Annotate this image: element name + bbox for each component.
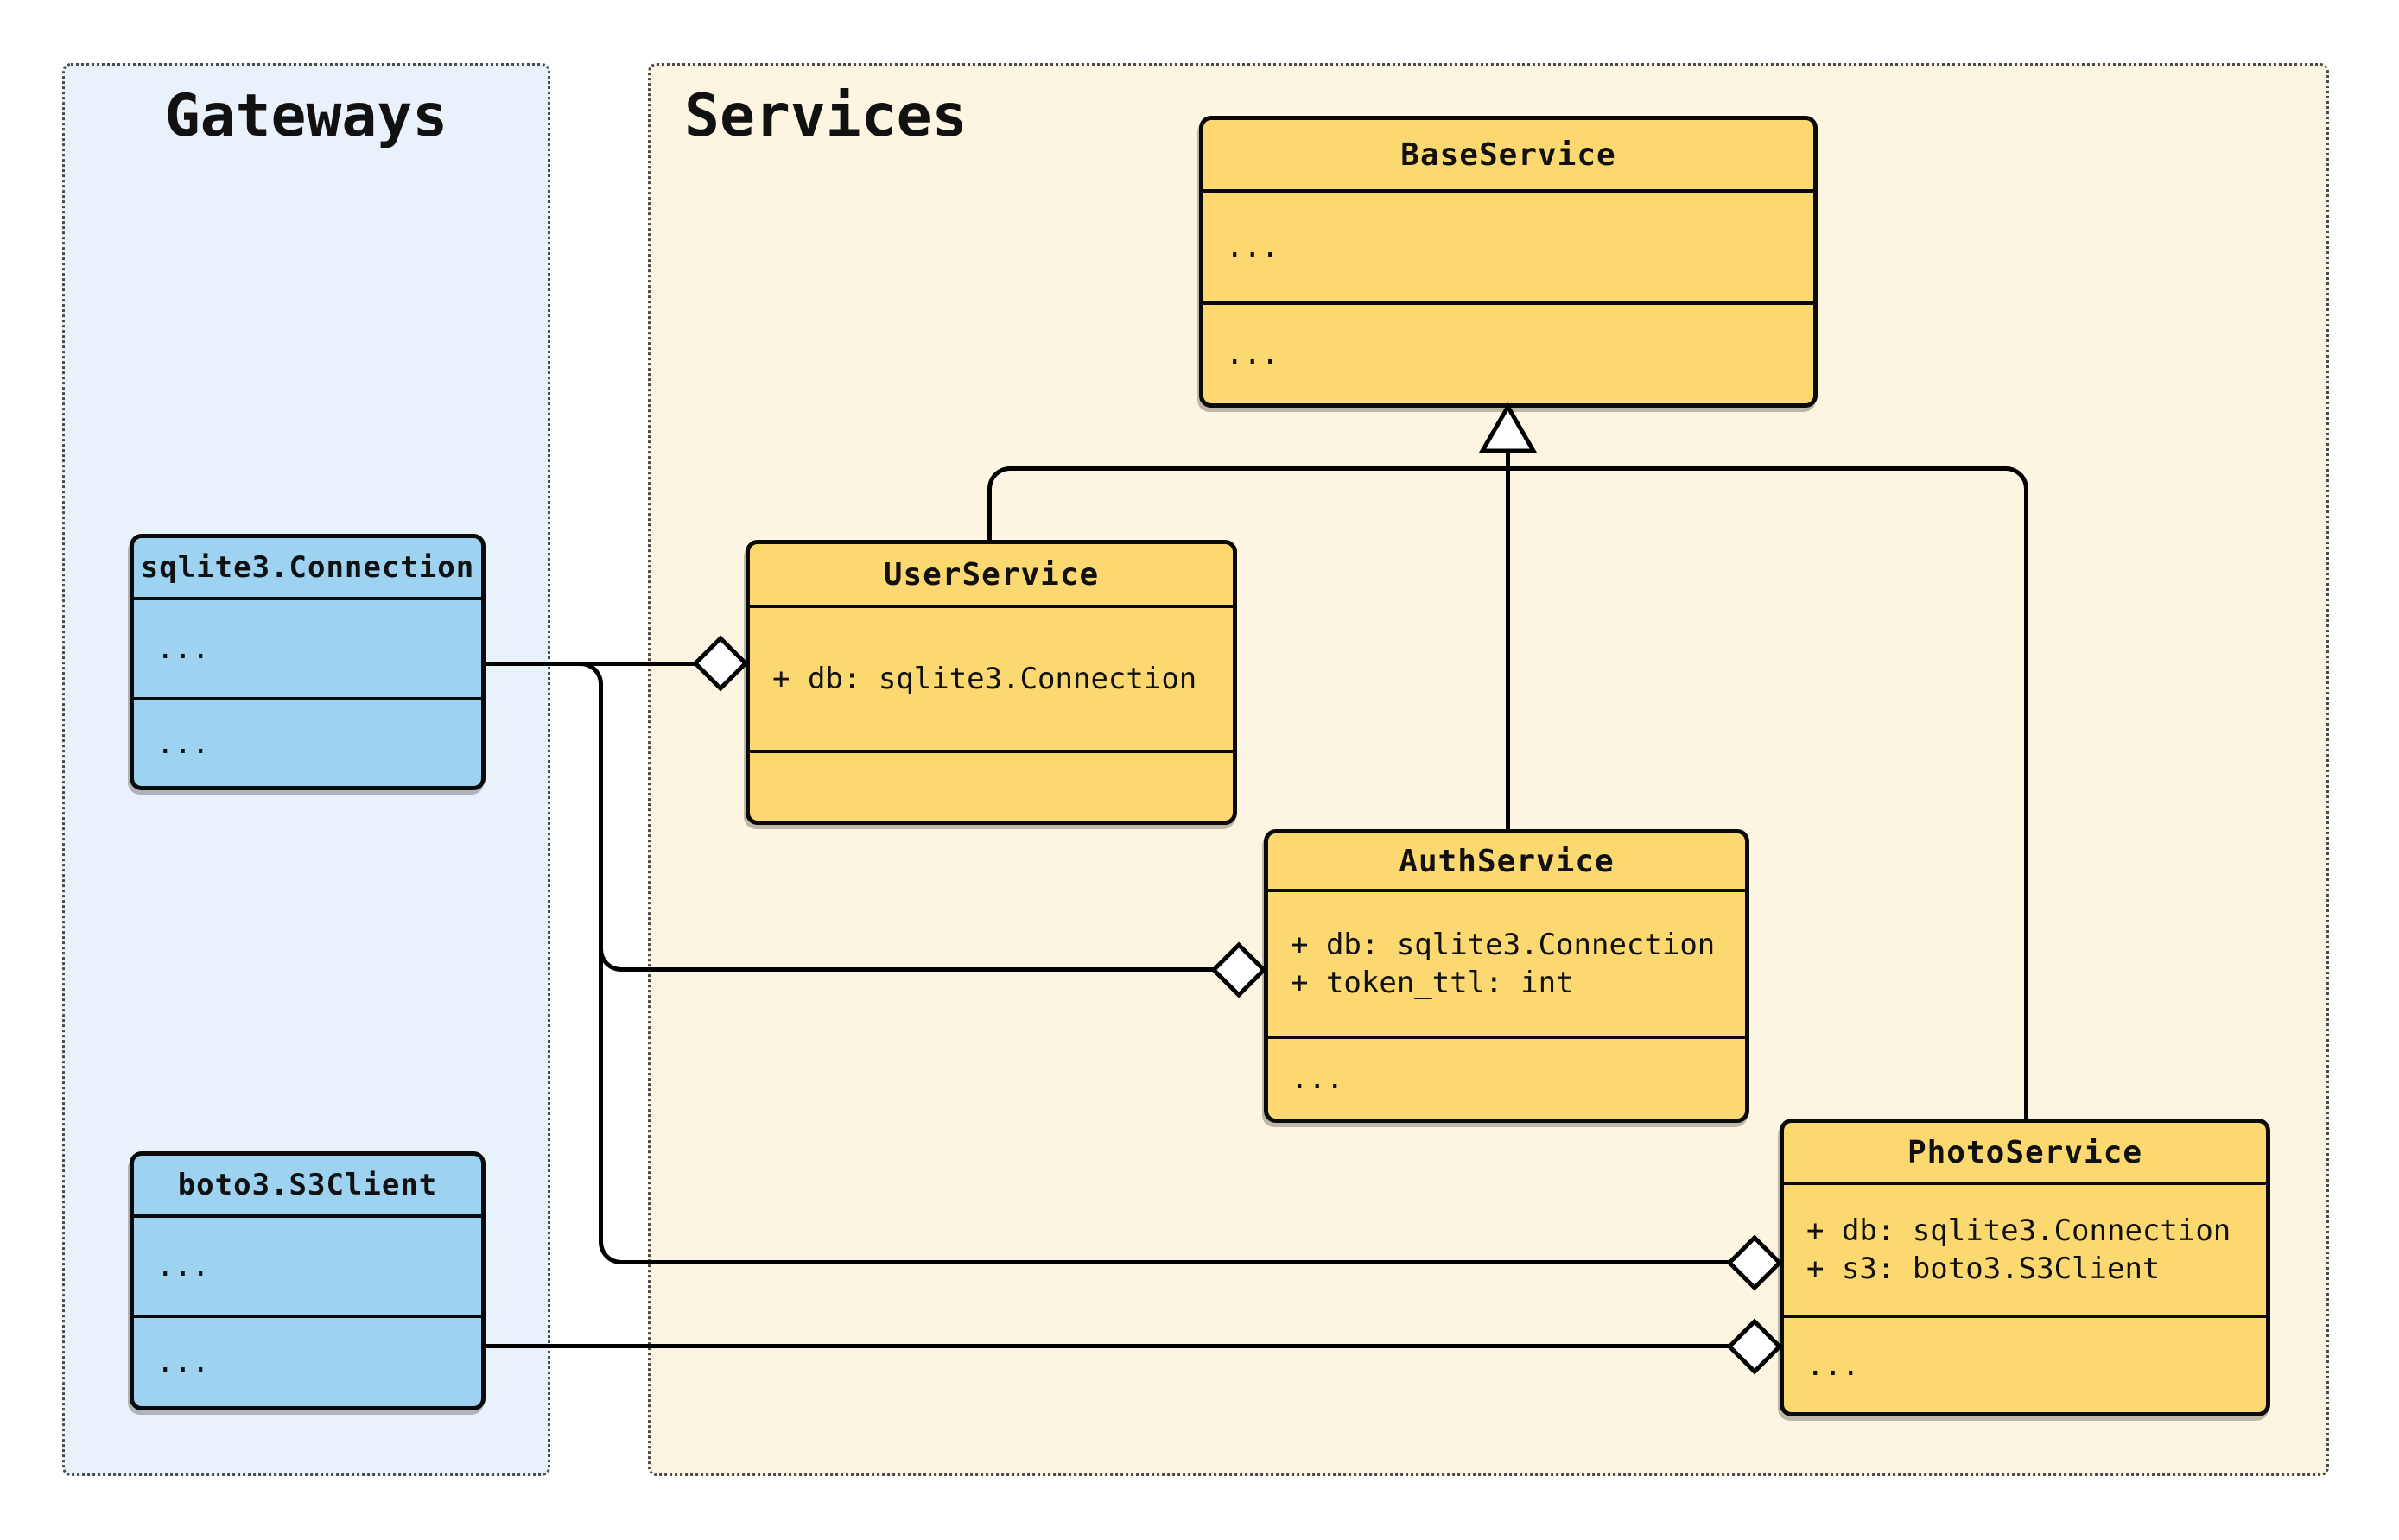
class-baseservice: BaseService ... ...: [1199, 116, 1818, 408]
class-boto3-s3client-methods: ...: [156, 1345, 210, 1379]
class-authservice-title: AuthService: [1268, 833, 1745, 892]
class-boto3-s3client-title: boto3.S3Client: [134, 1156, 481, 1218]
edge-inherit-bus: [1009, 466, 2007, 471]
edge-sqlite-photoservice-line: [620, 1260, 1732, 1264]
class-userservice-attributes: + db: sqlite3.Connection: [750, 608, 1233, 753]
class-authservice: AuthService + db: sqlite3.Connection + t…: [1264, 829, 1749, 1123]
edge-sqlite-authservice-line: [620, 967, 1216, 972]
class-baseservice-attributes: ...: [1203, 193, 1813, 305]
class-photoservice: PhotoService + db: sqlite3.Connection + …: [1780, 1119, 2270, 1416]
class-sqlite3-connection-attributes: ...: [134, 600, 481, 700]
class-authservice-attributes: + db: sqlite3.Connection + token_ttl: in…: [1268, 892, 1745, 1039]
edge-boto3-photoservice-line: [486, 1344, 1732, 1348]
class-baseservice-title: BaseService: [1203, 120, 1813, 193]
aggregation-diamond-authservice-icon: [1210, 941, 1267, 998]
class-boto3-s3client-attributes: ...: [134, 1218, 481, 1318]
class-sqlite3-connection-methods: ...: [156, 726, 210, 761]
class-boto3-s3client: boto3.S3Client ... ...: [130, 1151, 486, 1410]
class-userservice-methods: [750, 753, 1233, 821]
class-userservice: UserService + db: sqlite3.Connection: [746, 540, 1237, 825]
group-services-title: Services: [684, 82, 968, 150]
aggregation-diamond-photoservice-s3-icon: [1726, 1318, 1783, 1375]
edge-photoservice-db-corner: [599, 1241, 622, 1264]
aggregation-diamond-photoservice-db-icon: [1726, 1234, 1783, 1291]
class-sqlite3-connection-title: sqlite3.Connection: [134, 538, 481, 600]
inheritance-triangle-icon: [1478, 402, 1538, 453]
group-gateways-title: Gateways: [164, 82, 448, 150]
class-photoservice-attributes: + db: sqlite3.Connection + s3: boto3.S3C…: [1784, 1185, 2266, 1318]
class-photoservice-methods: ...: [1806, 1347, 1860, 1383]
class-authservice-methods: ...: [1291, 1062, 1344, 1096]
class-baseservice-methods: ...: [1226, 337, 1279, 371]
aggregation-diamond-userservice-icon: [692, 635, 749, 692]
edge-inherit-userservice-drop: [987, 488, 992, 542]
edge-inherit-left-corner: [987, 466, 1011, 490]
class-photoservice-title: PhotoService: [1784, 1123, 2266, 1185]
edge-inherit-stem: [1506, 448, 1510, 829]
class-userservice-title: UserService: [750, 544, 1233, 608]
edge-branch-vertical: [599, 683, 603, 1243]
edge-inherit-photoservice-drop: [2024, 488, 2028, 1123]
class-sqlite3-connection: sqlite3.Connection ... ...: [130, 534, 486, 790]
